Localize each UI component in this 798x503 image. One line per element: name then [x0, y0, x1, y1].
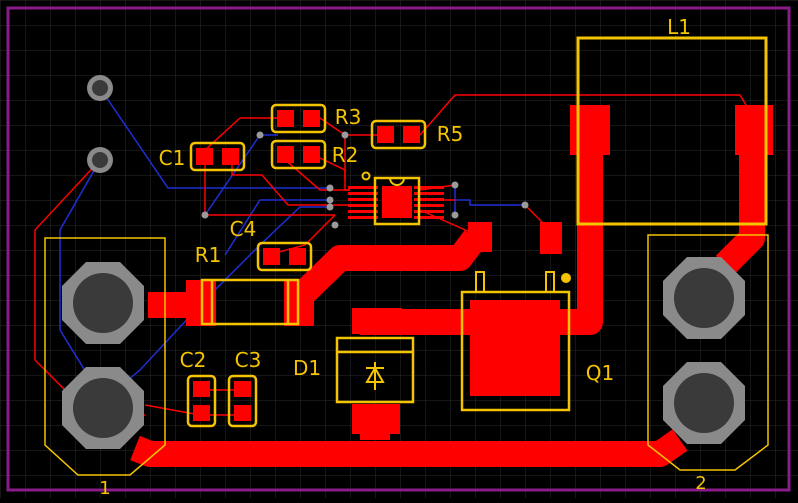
capacitor-c3[interactable]: C3: [227, 348, 262, 428]
connector-left-hole-1: [73, 273, 133, 333]
connector-left[interactable]: 1: [44, 237, 166, 499]
q1-label: Q1: [586, 361, 614, 385]
r2-label: R2: [332, 143, 359, 167]
capacitor-c2[interactable]: C2: [180, 348, 217, 428]
c3-outline: [227, 374, 258, 428]
c2-label: C2: [180, 348, 207, 372]
test-point-2-hole: [92, 152, 108, 168]
test-point-1-hole: [92, 80, 108, 96]
ic-pins: [348, 186, 444, 219]
resistor-r5[interactable]: R5: [370, 119, 464, 150]
q1-lead-2: [545, 271, 555, 293]
transistor-q1[interactable]: Q1: [460, 271, 614, 412]
c4-pad-1: [263, 248, 280, 265]
connector-right-label: 2: [695, 473, 706, 494]
r3-outline: [270, 103, 327, 134]
connector-right-hole-1: [674, 268, 734, 328]
r2-outline: [270, 139, 327, 170]
r1-label: R1: [195, 243, 222, 267]
r5-outline: [370, 119, 427, 150]
d1-outline: [335, 336, 415, 404]
c3-pad-1: [234, 381, 251, 397]
diode-d1[interactable]: D1: [293, 336, 415, 404]
c2-pad-1: [193, 381, 210, 397]
board-outline: [6, 6, 791, 492]
ic-notch: [389, 177, 405, 186]
c1-outline: [189, 141, 246, 172]
c2-outline: [186, 374, 217, 428]
r2-pad-1: [277, 146, 294, 163]
r5-pad-2: [403, 126, 420, 143]
ic-outline: [373, 176, 421, 226]
r3-pad-1: [277, 110, 294, 127]
c3-label: C3: [235, 348, 262, 372]
connector-left-label: 1: [99, 478, 110, 498]
c4-label: C4: [230, 217, 257, 241]
inductor-l1[interactable]: L1: [576, 15, 768, 226]
q1-lead-1: [475, 271, 485, 293]
l1-outline: [576, 36, 768, 226]
resistor-r1[interactable]: R1: [186, 243, 314, 326]
connector-right[interactable]: 2: [647, 234, 769, 494]
c3-pad-2: [234, 405, 251, 421]
connector-right-hole-2: [674, 373, 734, 433]
l1-label: L1: [667, 15, 691, 39]
capacitor-c1[interactable]: C1: [159, 141, 246, 172]
ic-u1[interactable]: [348, 171, 444, 226]
c4-pad-2: [289, 248, 306, 265]
ic-pin1-marker: [361, 171, 371, 181]
test-points[interactable]: [87, 75, 113, 173]
c1-pad-2: [222, 148, 239, 165]
r2-pad-2: [303, 146, 320, 163]
connector-left-hole-2: [73, 378, 133, 438]
r5-pad-1: [377, 126, 394, 143]
r3-label: R3: [335, 105, 362, 129]
connector-left-outline: [44, 237, 166, 476]
q1-outline: [460, 290, 571, 412]
vias: [201, 131, 529, 229]
capacitor-c4[interactable]: C4: [230, 217, 313, 272]
q1-pin1-marker: [561, 273, 571, 283]
connector-right-outline: [647, 234, 769, 471]
resistor-r2[interactable]: R2: [270, 139, 359, 170]
resistor-r3[interactable]: R3: [270, 103, 362, 134]
c2-pad-2: [193, 405, 210, 421]
c1-pad-1: [196, 148, 213, 165]
r5-label: R5: [437, 122, 464, 146]
d1-label: D1: [293, 356, 321, 380]
r3-pad-2: [303, 110, 320, 127]
ic-thermal-pad: [382, 186, 412, 218]
c4-outline: [256, 241, 313, 272]
r1-body: [200, 278, 300, 326]
c1-label: C1: [159, 146, 186, 170]
